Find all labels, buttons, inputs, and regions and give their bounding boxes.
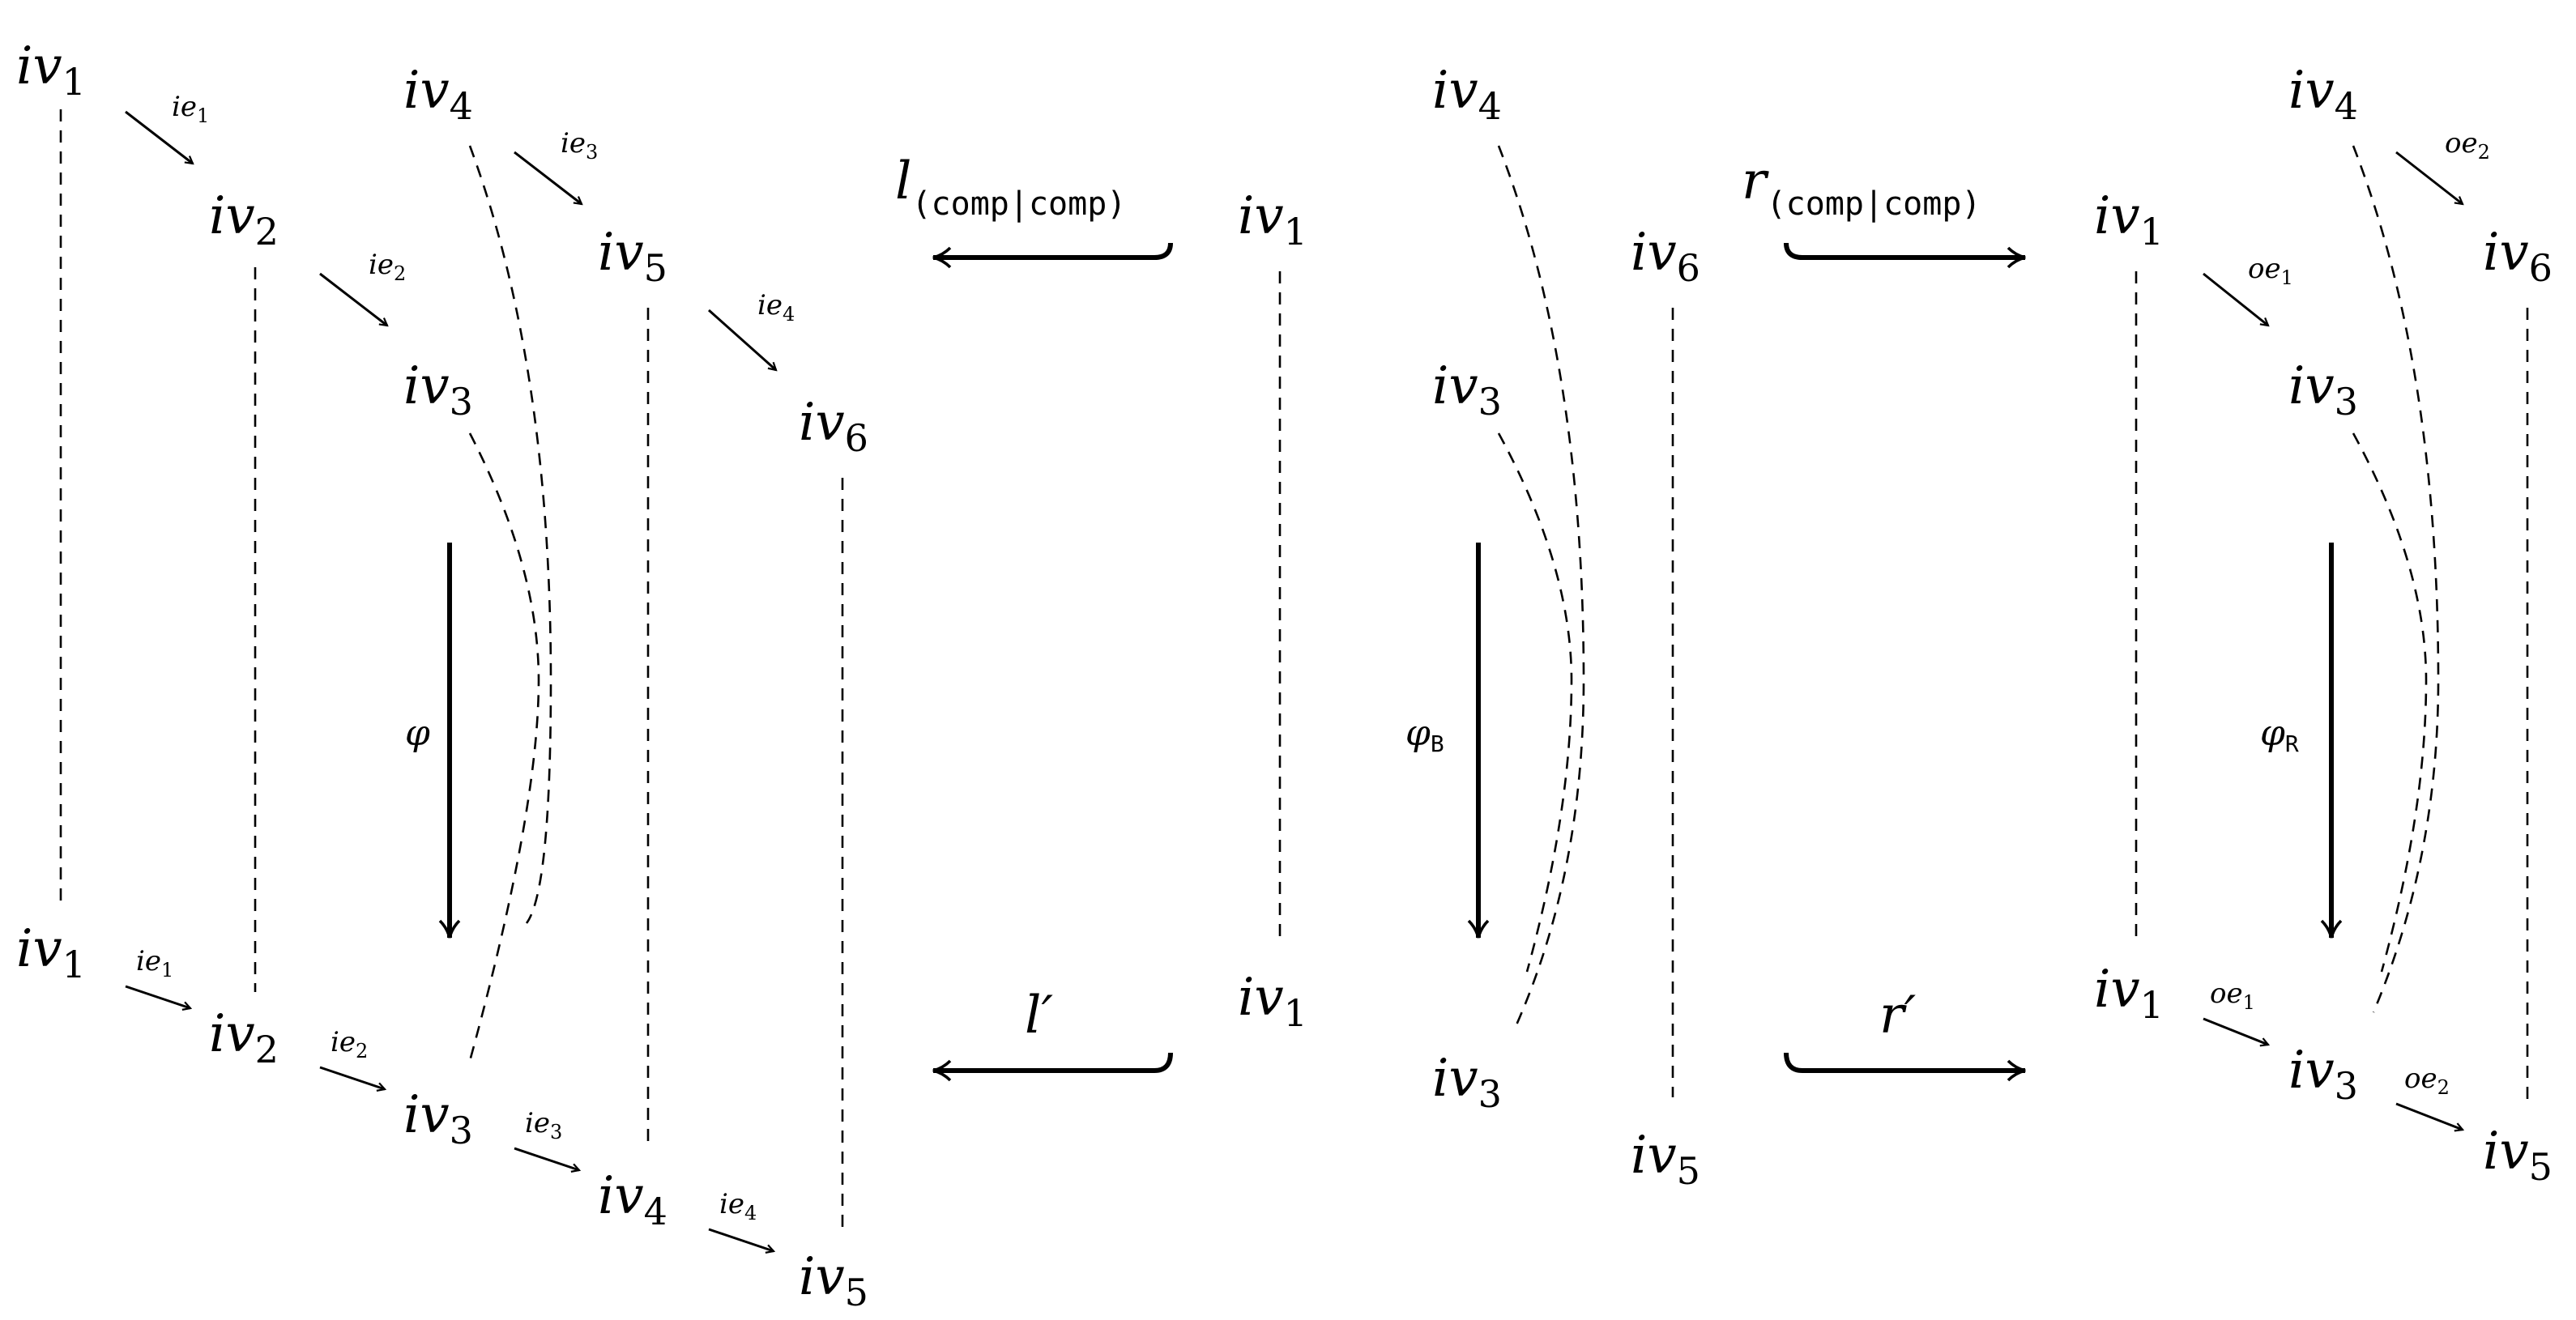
edge-label: ie2 bbox=[369, 249, 406, 285]
morphism-label: φB bbox=[1405, 713, 1444, 757]
mapping-line bbox=[468, 432, 540, 1062]
svg-text:iv1: iv1 bbox=[1238, 968, 1307, 1035]
edge-arrow bbox=[514, 1147, 579, 1170]
morphism-arrow bbox=[932, 242, 1173, 269]
svg-text:iv2: iv2 bbox=[209, 1004, 279, 1071]
vertex-label: iv2 bbox=[209, 186, 279, 253]
morphism-label: l′ bbox=[1025, 986, 1053, 1045]
svg-text:iv4: iv4 bbox=[1432, 61, 1502, 128]
vertex-label: iv5 bbox=[799, 1247, 868, 1314]
svg-text:iv5: iv5 bbox=[2483, 1122, 2553, 1189]
vertex-label: iv1 bbox=[2094, 186, 2164, 253]
edge-label: ie4 bbox=[719, 1188, 757, 1224]
span-top: l(comp|comp) iv1 iv4 iv3 iv6 r(comp|comp… bbox=[895, 61, 2026, 939]
vertex-label: iv3 bbox=[1432, 1049, 1502, 1116]
svg-text:iv3: iv3 bbox=[1432, 1049, 1502, 1116]
svg-text:iv1: iv1 bbox=[2094, 186, 2164, 253]
svg-text:iv6: iv6 bbox=[2483, 223, 2553, 290]
edge-label: oe2 bbox=[2445, 127, 2490, 164]
vertex-label: iv5 bbox=[1631, 1126, 1700, 1193]
edge-label: ie1 bbox=[136, 945, 173, 981]
edge-label: oe2 bbox=[2404, 1062, 2450, 1099]
mapping-line bbox=[1497, 432, 1573, 973]
svg-text:iv3: iv3 bbox=[403, 356, 473, 424]
svg-text:iv2: iv2 bbox=[209, 186, 279, 253]
vertex-label: iv5 bbox=[2483, 1122, 2553, 1189]
morphism-label: l(comp|comp) bbox=[895, 151, 1126, 223]
edge-arrow bbox=[2203, 1017, 2268, 1045]
edge-arrow bbox=[2203, 272, 2268, 326]
edge-label: ie3 bbox=[525, 1107, 562, 1143]
svg-text:iv5: iv5 bbox=[1631, 1126, 1700, 1193]
mapping-line bbox=[1497, 145, 1585, 1029]
vertex-label: iv5 bbox=[598, 223, 667, 290]
svg-text:iv1: iv1 bbox=[1238, 186, 1307, 253]
svg-text:iv1: iv1 bbox=[2094, 960, 2164, 1027]
edge-arrow bbox=[2395, 151, 2463, 204]
svg-text:iv1: iv1 bbox=[16, 919, 86, 986]
vertex-label: iv3 bbox=[403, 356, 473, 424]
vertex-label: iv2 bbox=[209, 1004, 279, 1071]
vertex-label: iv6 bbox=[2483, 223, 2553, 290]
edge-arrow bbox=[319, 1066, 385, 1089]
vertex-label: iv1 bbox=[16, 919, 86, 986]
vertex-label: iv4 bbox=[403, 61, 473, 128]
vertex-label: iv6 bbox=[799, 393, 868, 460]
svg-text:iv3: iv3 bbox=[403, 1085, 473, 1152]
vertex-label: iv6 bbox=[1631, 223, 1700, 290]
morphism-arrow bbox=[1784, 242, 2026, 269]
vertex-label: iv1 bbox=[1238, 186, 1307, 253]
span-bottom: l′ r′ bbox=[932, 986, 2026, 1082]
svg-text:iv5: iv5 bbox=[799, 1247, 868, 1314]
svg-text:iv4: iv4 bbox=[2288, 61, 2358, 128]
vertex-label: iv3 bbox=[403, 1085, 473, 1152]
morphism-label: r(comp|comp) bbox=[1742, 151, 1981, 223]
mapping-line bbox=[2352, 145, 2440, 1013]
vertex-label: iv3 bbox=[2288, 1041, 2358, 1108]
morphism-label: φ bbox=[405, 713, 430, 754]
vertex-label: iv4 bbox=[2288, 61, 2358, 128]
edge-arrow bbox=[319, 272, 387, 326]
morphism-label: r′ bbox=[1879, 986, 1917, 1045]
graph-left: iv1 iv2 iv3 iv4 iv5 iv6 ie1 ie2 ie3 ie4 … bbox=[16, 36, 868, 1314]
svg-text:iv4: iv4 bbox=[403, 61, 473, 128]
vertex-label: iv1 bbox=[16, 36, 86, 104]
svg-text:iv6: iv6 bbox=[1631, 223, 1700, 290]
vertex-label: iv4 bbox=[598, 1166, 667, 1233]
edge-arrow bbox=[708, 309, 776, 370]
vertex-label: iv3 bbox=[2288, 356, 2358, 424]
edge-arrow bbox=[2395, 1102, 2463, 1130]
edge-arrow bbox=[125, 985, 190, 1008]
edge-label: oe1 bbox=[2248, 253, 2293, 289]
mapping-line bbox=[468, 145, 552, 924]
svg-text:iv5: iv5 bbox=[598, 223, 667, 290]
graph-middle: φB iv1 iv3 iv5 bbox=[1238, 145, 1700, 1193]
svg-text:iv6: iv6 bbox=[799, 393, 868, 460]
edge-label: ie2 bbox=[331, 1026, 368, 1062]
svg-text:iv3: iv3 bbox=[1432, 356, 1502, 424]
svg-text:iv4: iv4 bbox=[598, 1166, 667, 1233]
edge-arrow bbox=[125, 110, 193, 164]
morphism-label: φR bbox=[2260, 713, 2299, 757]
vertex-label: iv4 bbox=[1432, 61, 1502, 128]
edge-arrow bbox=[708, 1228, 774, 1251]
svg-text:iv3: iv3 bbox=[2288, 1041, 2358, 1108]
mapping-line bbox=[2352, 432, 2428, 973]
edge-arrow bbox=[514, 151, 582, 204]
vertex-label: iv3 bbox=[1432, 356, 1502, 424]
morphism-arrow bbox=[1784, 1052, 2026, 1082]
vertex-label: iv1 bbox=[1238, 968, 1307, 1035]
morphism-arrow bbox=[932, 1052, 1173, 1082]
svg-text:iv3: iv3 bbox=[2288, 356, 2358, 424]
edge-label: ie1 bbox=[172, 91, 209, 127]
edge-label: oe1 bbox=[2210, 977, 2255, 1014]
graph-right: iv1 iv4 iv3 iv6 oe1 oe2 φR iv1 iv3 iv5 o… bbox=[2094, 61, 2553, 1189]
svg-text:iv1: iv1 bbox=[16, 36, 86, 104]
edge-label: ie4 bbox=[757, 289, 795, 326]
edge-label: ie3 bbox=[561, 127, 598, 164]
vertex-label: iv1 bbox=[2094, 960, 2164, 1027]
